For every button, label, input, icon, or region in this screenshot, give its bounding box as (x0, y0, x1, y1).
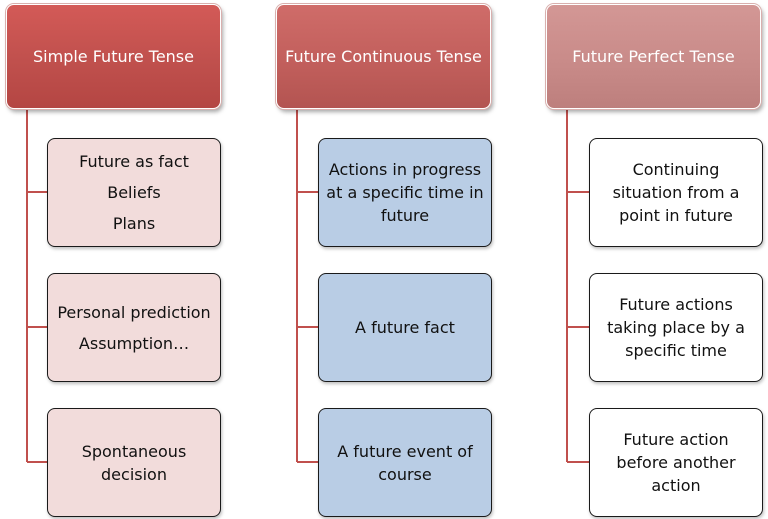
node-text: Assumption… (78, 333, 190, 353)
node-future-as-fact: Future as fact Beliefs Plans (47, 138, 221, 247)
node-text: Beliefs (107, 183, 161, 202)
node-a-future-fact: A future fact (318, 273, 492, 382)
node-continuing-situation: Continuing situation from a point in fut… (589, 138, 763, 247)
node-actions-in-progress: Actions in progress at a specific time i… (318, 138, 492, 247)
node-text: Personal prediction (57, 302, 211, 322)
node-text: Future actions taking place by a specifi… (607, 295, 745, 360)
node-spontaneous-decision: Spontaneous decision (47, 408, 221, 517)
node-text: Future action before another action (616, 430, 736, 495)
header-simple-future: Simple Future Tense (6, 4, 221, 109)
node-text: Spontaneous decision (81, 441, 187, 484)
node-personal-prediction: Personal prediction Assumption… (47, 273, 221, 382)
node-text: A future event of course (337, 441, 473, 484)
node-text: Future as fact (79, 152, 189, 171)
node-future-event-of-course: A future event of course (318, 408, 492, 517)
header-simple-future-text: Simple Future Tense (33, 46, 194, 66)
header-future-perfect-text: Future Perfect Tense (572, 46, 735, 66)
node-future-actions-by-time: Future actions taking place by a specifi… (589, 273, 763, 382)
node-text: Plans (112, 214, 156, 233)
header-future-continuous: Future Continuous Tense (276, 4, 491, 109)
connector-col-2 (296, 109, 318, 463)
node-text: Actions in progress at a specific time i… (326, 160, 484, 225)
connector-col-1 (26, 109, 47, 463)
header-future-perfect: Future Perfect Tense (546, 4, 761, 109)
connector-col-3 (566, 109, 589, 463)
node-future-action-before-another: Future action before another action (589, 408, 763, 517)
header-future-continuous-text: Future Continuous Tense (285, 46, 482, 66)
node-text: A future fact (355, 318, 455, 337)
node-text: Continuing situation from a point in fut… (612, 160, 740, 225)
